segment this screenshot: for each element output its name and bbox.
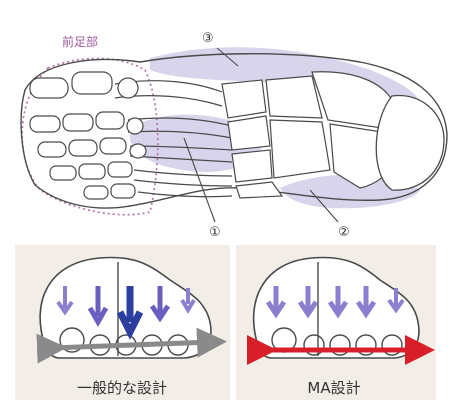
tarsals — [222, 72, 392, 198]
marker-2: ② — [338, 225, 350, 240]
right-caption: MA設計 — [307, 379, 360, 397]
marker-3: ③ — [202, 31, 214, 46]
forefoot-label: 前足部 — [62, 34, 98, 49]
ma-design-panel: MA設計 — [236, 245, 436, 400]
marker-1: ① — [209, 225, 221, 240]
general-design-panel: 一般的な設計 — [15, 245, 230, 400]
left-caption: 一般的な設計 — [77, 379, 167, 397]
foot-skeleton: 前足部 ③ ① ② — [21, 31, 447, 240]
